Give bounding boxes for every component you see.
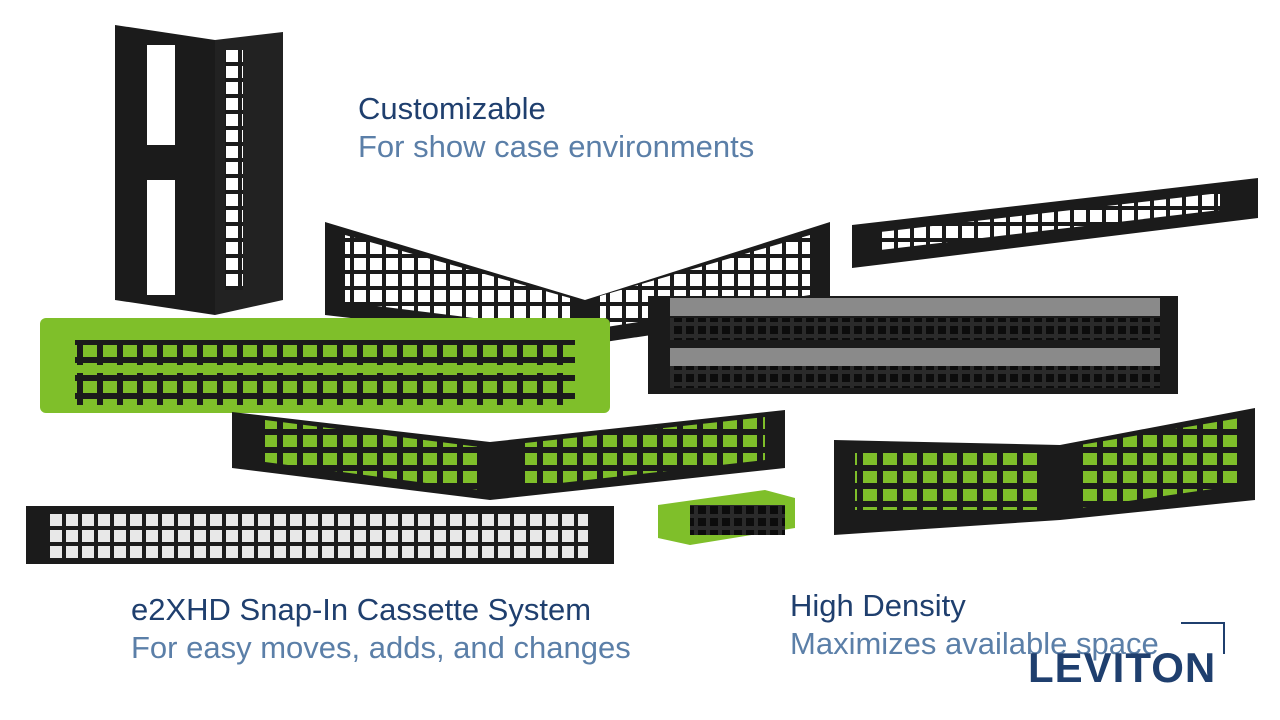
green-high-density-panel-icon (834, 408, 1255, 535)
logo-wordmark: LEVITON (1028, 644, 1217, 691)
caption-title: e2XHD Snap-In Cassette System (131, 592, 592, 627)
blank-patch-panel-icon (852, 178, 1258, 268)
caption-customizable: Customizable For show case environments (358, 90, 754, 166)
caption-subtitle: For show case environments (358, 129, 755, 164)
caption-title: Customizable (358, 91, 546, 126)
caption-title: High Density (790, 588, 966, 623)
cassette-module-icon (658, 490, 795, 545)
caption-high-density: High Density Maximizes available space (790, 587, 1159, 663)
green-angled-patch-panel-icon (232, 410, 785, 500)
green-patch-panel-icon (40, 318, 610, 413)
caption-subtitle: For easy moves, adds, and changes (131, 630, 631, 665)
caption-subtitle: Maximizes available space (790, 626, 1159, 661)
black-patch-panel-icon (648, 296, 1178, 394)
caption-e2xhd: e2XHD Snap-In Cassette System For easy m… (131, 591, 631, 667)
white-port-patch-panel-icon (26, 506, 614, 564)
logo-frame (1181, 622, 1225, 654)
leviton-logo: LEVITON (1028, 622, 1226, 690)
vertical-patch-panel-icon (115, 25, 283, 315)
